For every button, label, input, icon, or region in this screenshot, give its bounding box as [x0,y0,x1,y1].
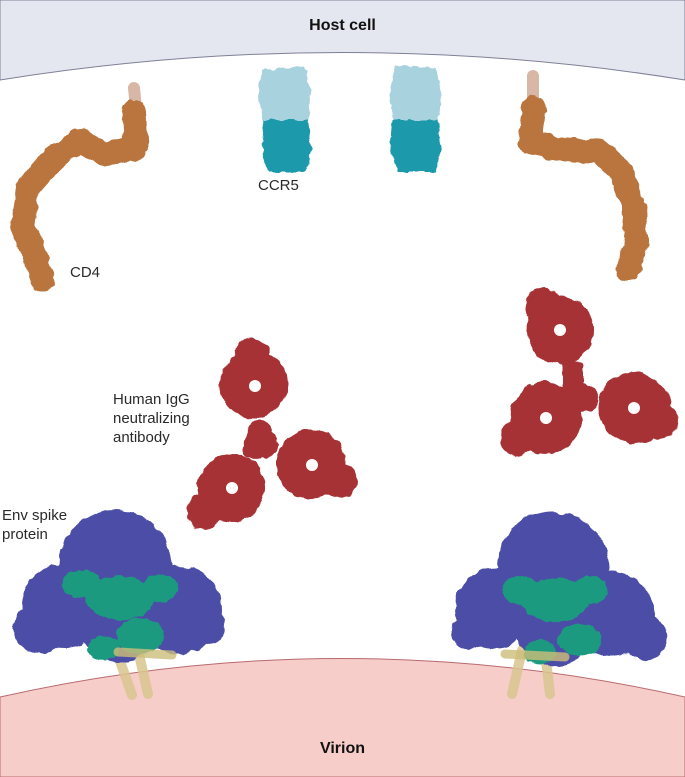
cd4-label: CD4 [70,264,101,281]
igg-antibody-center-holes [226,380,318,494]
env-label-line-2: protein [2,526,48,543]
ccr5-receptor-right [389,66,442,172]
env-spike-label: Env spike protein [2,506,67,544]
ccr5-receptor-left [258,66,312,172]
igg-label-line-1: Human IgG [113,391,190,408]
cd4-receptor-right [518,70,648,282]
ccr5-label: CCR5 [258,177,299,194]
env-label-line-1: Env spike [2,507,68,524]
host-cell-label: Host cell [309,17,376,34]
igg-antibody-right [500,287,678,456]
igg-label-line-3: antibody [113,429,170,446]
igg-antibody-center [187,338,357,530]
env-spike-left [14,510,226,700]
virion-label: Virion [319,740,366,757]
host-cell-membrane [0,0,685,81]
igg-label-line-2: neutralizing [113,410,190,427]
cd4-receptor-left [10,82,148,292]
igg-antibody-label: Human IgG neutralizing antibody [113,390,190,447]
virion-membrane [0,658,685,777]
igg-antibody-right-holes [540,324,640,424]
env-spike-right [452,512,667,699]
